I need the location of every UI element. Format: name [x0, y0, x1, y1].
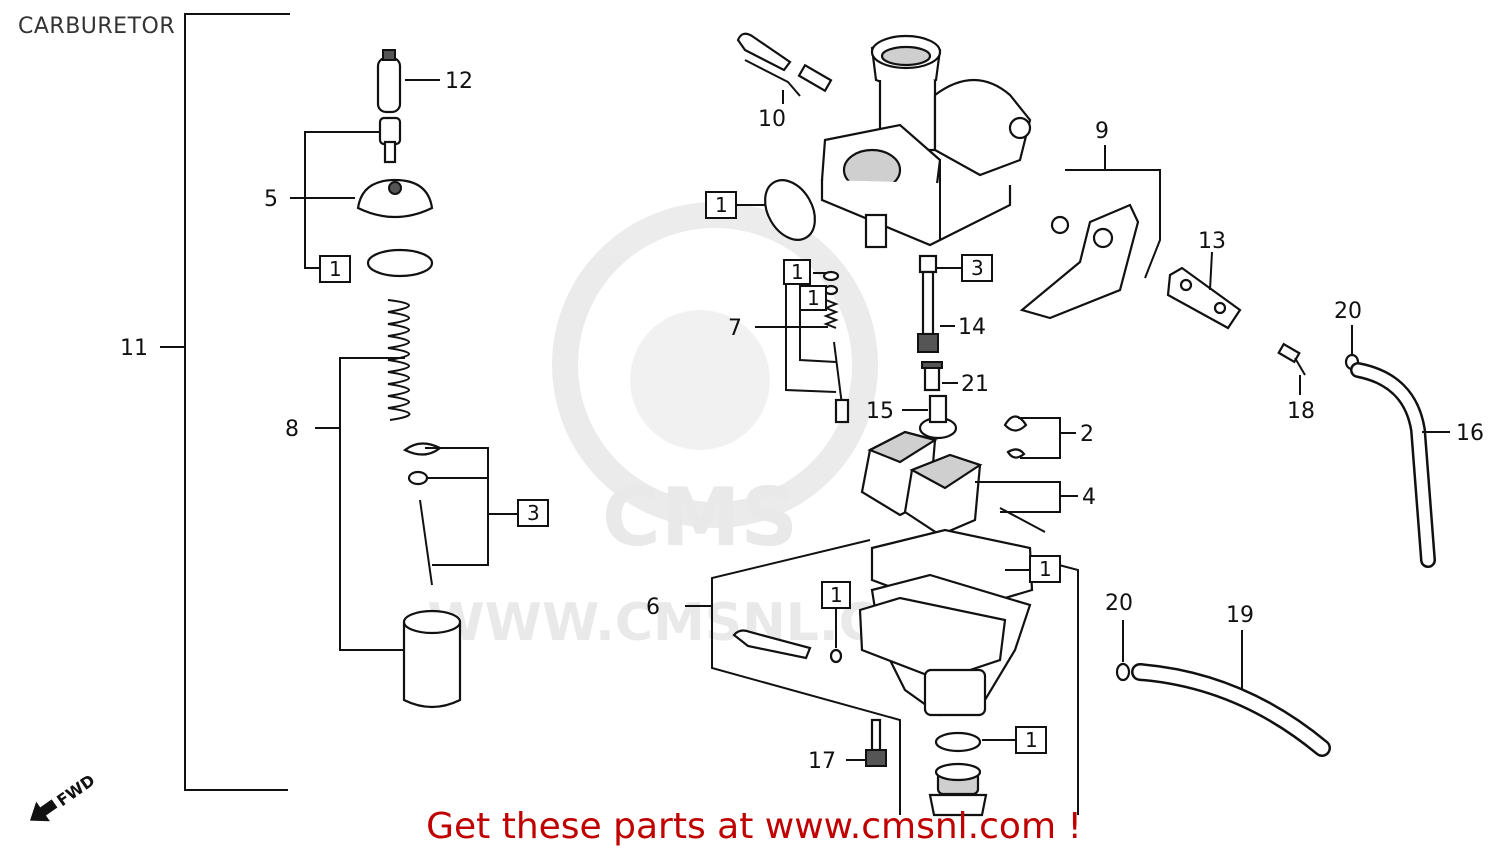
bracket-3-left — [425, 447, 489, 566]
callout-20-top: 20 — [1334, 299, 1362, 324]
boxed-1-cap-ring — [319, 255, 351, 283]
part-carburetor-body — [820, 34, 1032, 249]
part-12-cable-adjuster — [376, 49, 402, 114]
part-13-cable-bracket — [1166, 266, 1242, 330]
callout-20-bottom: 20 — [1105, 591, 1133, 616]
boxed-1-drain-label: 1 — [1025, 728, 1038, 752]
boxed-3-jet-label: 3 — [971, 256, 984, 280]
watermark-logo-text: CMS — [602, 471, 798, 564]
part-5-top-cap — [356, 116, 434, 218]
bracket-6-left — [711, 539, 901, 815]
callout-6: 6 — [646, 595, 660, 620]
callout-11: 11 — [120, 336, 148, 361]
callout-19: 19 — [1226, 603, 1254, 628]
part-spring — [387, 299, 411, 421]
part-14-needle-jet — [917, 254, 939, 353]
bracket-11 — [184, 13, 290, 791]
callout-10: 10 — [758, 107, 786, 132]
part-4-float — [860, 430, 1046, 537]
callout-21: 21 — [961, 372, 989, 397]
boxed-1-jet-a — [783, 259, 811, 285]
boxed-1-jet-b — [799, 285, 827, 311]
bracket-10 — [744, 59, 801, 97]
callout-2: 2 — [1080, 422, 1094, 447]
leader-13 — [1209, 251, 1213, 291]
bracket-8 — [339, 357, 405, 651]
bracket-6-right — [1039, 559, 1079, 815]
boxed-1-float-gasket — [1029, 555, 1061, 583]
bracket-7 — [785, 284, 837, 393]
part-21-jet-holder — [921, 361, 943, 392]
bracket-4 — [975, 481, 1061, 513]
part-7-pilot-screw — [822, 270, 850, 424]
diagram-title: CARBURETOR — [18, 14, 176, 39]
bracket-2 — [1018, 417, 1061, 459]
callout-4: 4 — [1082, 485, 1096, 510]
part-9-choke-lever — [1019, 203, 1140, 320]
part-2-float-pin — [1003, 415, 1028, 459]
callout-5: 5 — [264, 187, 278, 212]
boxed-1-jet-b-label: 1 — [807, 286, 820, 310]
part-drain-o-ring — [934, 731, 982, 753]
bracket-9 — [1065, 169, 1161, 279]
part-throttle-slide — [402, 609, 462, 709]
boxed-1-intake-label: 1 — [715, 193, 728, 217]
part-o-ring-cap — [366, 248, 434, 278]
callout-15: 15 — [866, 399, 894, 424]
bracket-5 — [304, 131, 380, 269]
boxed-1-intake — [705, 191, 737, 219]
callout-18: 18 — [1287, 399, 1315, 424]
callout-7: 7 — [728, 316, 742, 341]
boxed-1-jet-a-label: 1 — [791, 260, 804, 284]
boxed-3-needle — [517, 499, 549, 527]
boxed-1-cap-ring-label: 1 — [329, 257, 342, 281]
boxed-1-pilot-label: 1 — [830, 583, 843, 607]
part-drain-plug — [928, 762, 988, 817]
boxed-3-needle-label: 3 — [527, 501, 540, 525]
part-20-hose-clip-bottom — [1115, 662, 1131, 682]
part-19-drain-hose — [1131, 663, 1331, 757]
part-17-screw — [865, 718, 887, 767]
part-air-screw — [732, 629, 843, 664]
part-18-screw — [1277, 342, 1306, 376]
part-15-main-jet — [918, 394, 958, 440]
callout-14: 14 — [958, 315, 986, 340]
callout-16: 16 — [1456, 421, 1484, 446]
part-needle-clip — [402, 442, 443, 586]
part-6-float-chamber — [858, 528, 1034, 717]
callout-17: 17 — [808, 749, 836, 774]
boxed-1-float-gasket-label: 1 — [1039, 557, 1052, 581]
footer-link-text[interactable]: Get these parts at www.cmsnl.com ! — [426, 806, 1082, 847]
boxed-1-pilot — [821, 581, 851, 609]
callout-8: 8 — [285, 417, 299, 442]
callout-9: 9 — [1095, 119, 1109, 144]
callout-13: 13 — [1198, 229, 1226, 254]
part-o-ring-intake — [764, 179, 816, 241]
boxed-3-jet — [961, 254, 993, 282]
fwd-label: FWD — [53, 771, 98, 811]
part-10-adjust-screws — [736, 32, 833, 93]
callout-12: 12 — [445, 69, 473, 94]
footer-promo-text: Get these parts at www.cmsnl.com ! — [0, 806, 1500, 847]
boxed-1-drain — [1015, 726, 1047, 754]
